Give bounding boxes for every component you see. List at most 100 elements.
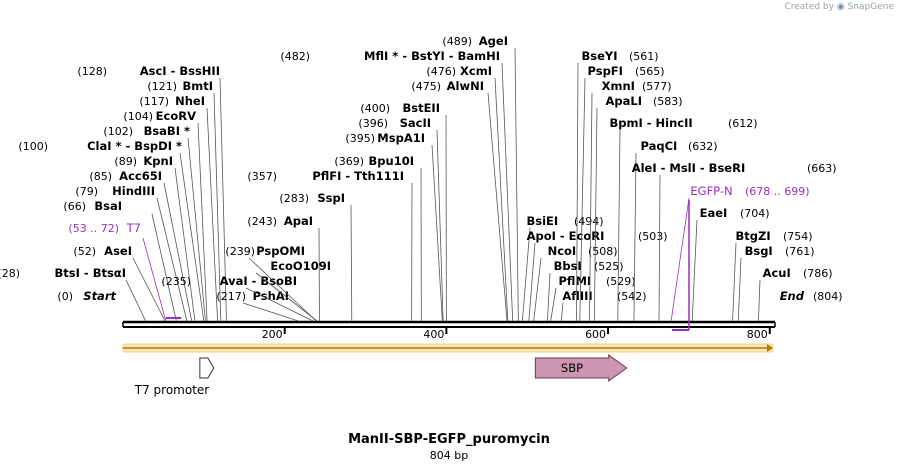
site-name: AseI — [104, 244, 132, 258]
site-leader — [206, 107, 218, 322]
site-leader — [589, 92, 593, 322]
site-leader — [501, 62, 514, 322]
site-leader — [550, 287, 557, 322]
site-name: NheI — [175, 94, 205, 108]
site-position: (239) — [225, 245, 255, 258]
site-leader — [125, 279, 146, 322]
site-leader — [350, 204, 353, 322]
site-position: (583) — [653, 95, 683, 108]
site-leader — [213, 92, 222, 322]
site-name: BpmI - HincII — [610, 116, 693, 130]
site-name: PspOMI — [256, 244, 305, 258]
site-name: AflIII — [562, 289, 592, 303]
snapgene-credit: Created by ◉ SnapGene — [784, 2, 894, 12]
site-name: XmnI — [602, 79, 635, 93]
site-name: BsiEI — [527, 214, 559, 228]
site-position: (494) — [574, 215, 604, 228]
site-name: HindIII — [112, 184, 155, 198]
site-position: (678 .. 699) — [745, 185, 810, 198]
site-leader — [431, 144, 443, 322]
site-name: PshAI — [253, 289, 289, 303]
site-name: Start — [83, 289, 116, 303]
site-position: (761) — [785, 245, 815, 258]
site-position: (529) — [606, 275, 636, 288]
site-position: (128) — [77, 65, 107, 78]
site-name: EcoRV — [156, 109, 196, 123]
site-leader — [494, 77, 509, 322]
site-leader — [658, 174, 661, 322]
site-name: EcoO109I — [270, 259, 331, 273]
site-leader — [593, 107, 598, 322]
site-position: (542) — [617, 290, 647, 303]
site-position: (508) — [588, 245, 618, 258]
site-position: (357) — [247, 170, 277, 183]
site-leader — [737, 257, 742, 322]
site-name: BsaBI * — [144, 124, 190, 138]
site-name: AleI - MslI - BseRI — [632, 161, 746, 175]
site-name: ApaI — [284, 214, 313, 228]
site-name: BtsI - BtsαI — [55, 266, 126, 280]
site-position: (53 .. 72) — [68, 222, 119, 235]
site-position: (612) — [728, 117, 758, 130]
site-name: MflI * - BstYI - BamHI — [364, 49, 500, 63]
t7-promoter-label: T7 promoter — [134, 383, 210, 397]
site-leader — [219, 77, 227, 322]
site-position: (52) — [73, 245, 96, 258]
site-position: (117) — [139, 95, 169, 108]
axis-tick-label: 600 — [585, 328, 606, 341]
site-name: PaqCI — [641, 139, 678, 153]
site-name: T7 — [126, 221, 141, 235]
site-position: (102) — [103, 125, 133, 138]
site-leader — [132, 257, 166, 322]
site-name: PflMI — [559, 274, 592, 288]
site-name: XcmI — [460, 64, 492, 78]
site-position: (489) — [442, 35, 472, 48]
site-position: (565) — [635, 65, 665, 78]
site-name: BsaI — [94, 199, 122, 213]
site-leader — [245, 287, 314, 322]
axis-tick-label: 200 — [262, 328, 283, 341]
map-length: 804 bp — [429, 449, 469, 462]
site-position: (369) — [334, 155, 364, 168]
site-name: AgeI — [479, 34, 508, 48]
site-leader — [633, 152, 637, 322]
site-name: BstEII — [402, 101, 440, 115]
site-leader — [242, 302, 299, 322]
site-position: (235) — [161, 275, 191, 288]
site-position: (663) — [807, 162, 837, 175]
orf-arrow-icon — [767, 344, 773, 352]
site-name: AvaI - BsoBI — [220, 274, 297, 288]
site-position: (476) — [426, 65, 456, 78]
site-position: (704) — [740, 207, 770, 220]
site-leader — [732, 242, 737, 322]
site-name: EaeI — [700, 206, 728, 220]
site-leader — [163, 182, 193, 322]
site-name: PflFI - Tth111I — [312, 169, 404, 183]
site-leader — [560, 302, 564, 322]
site-position: (100) — [18, 140, 48, 153]
site-leader — [576, 62, 579, 322]
site-leader — [758, 279, 761, 322]
site-leader — [179, 152, 205, 322]
site-position: (482) — [280, 50, 310, 63]
site-name: BbsI — [554, 259, 582, 273]
credit-brand: SnapGene — [847, 2, 894, 12]
site-position: (804) — [813, 290, 843, 303]
site-position: (85) — [89, 170, 112, 183]
site-leader — [521, 227, 531, 322]
site-leader — [436, 129, 444, 322]
t7-promoter-arrow-icon — [199, 357, 215, 379]
site-position: (104) — [123, 110, 153, 123]
site-leader — [691, 219, 698, 322]
site-position: (525) — [594, 260, 624, 273]
site-position: (217) — [216, 290, 246, 303]
site-leader — [248, 257, 317, 322]
sbp-label: SBP — [561, 361, 583, 375]
site-name: AlwNI — [447, 79, 484, 93]
site-position: (28) — [0, 267, 20, 280]
site-name: BmtI — [182, 79, 213, 93]
site-leader — [174, 167, 196, 322]
axis-tick-label: 400 — [423, 328, 444, 341]
site-leader — [670, 197, 690, 322]
